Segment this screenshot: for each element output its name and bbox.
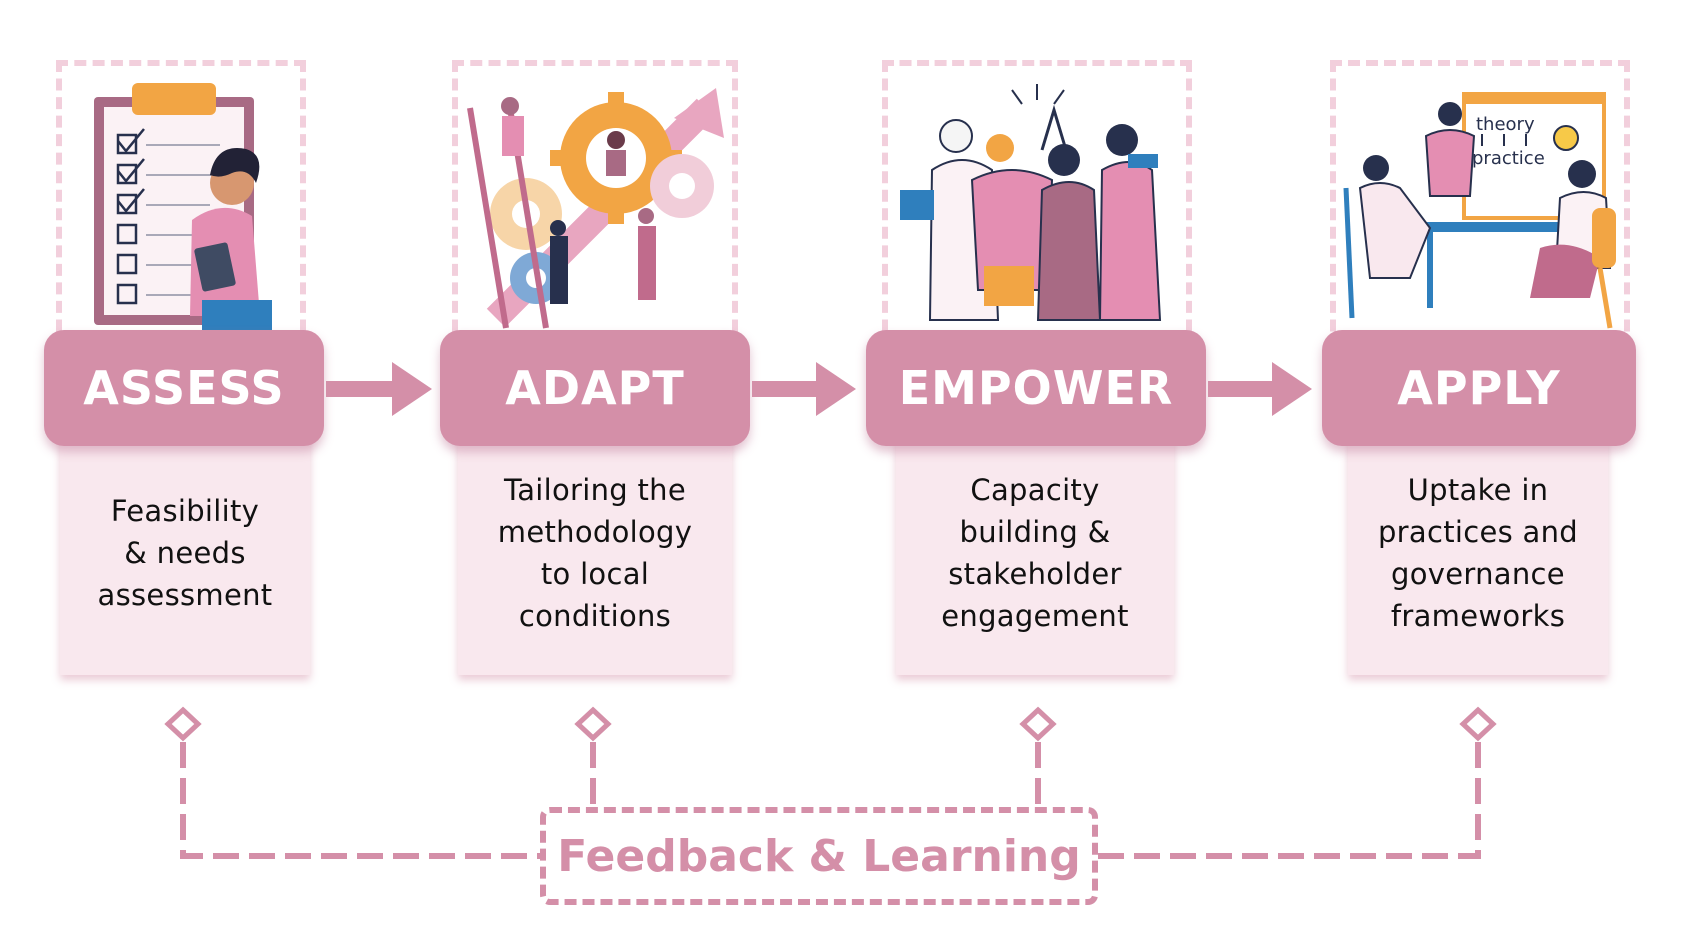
feedback-learning-box: Feedback & Learning: [540, 807, 1098, 905]
feedback-label: Feedback & Learning: [557, 830, 1081, 882]
step-header-adapt: ADAPT: [440, 330, 750, 446]
step-label: ASSESS: [83, 361, 285, 415]
step-description-adapt: Tailoring the methodology to local condi…: [458, 430, 732, 675]
description-text: Tailoring the methodology to local condi…: [497, 472, 693, 633]
diamond-marker-empower: [1019, 706, 1057, 742]
step-label: ADAPT: [505, 361, 685, 415]
description-text: Uptake in practices and governance frame…: [1377, 472, 1579, 633]
step-description-empower: Capacity building & stakeholder engageme…: [896, 430, 1174, 675]
gears-teamwork-icon: [467, 88, 724, 329]
description-text: Capacity building & stakeholder engageme…: [941, 472, 1129, 633]
step-header-empower: EMPOWER: [866, 330, 1206, 446]
arrow-adapt-empower-head: [816, 362, 856, 416]
arrow-empower-apply-head: [1272, 362, 1312, 416]
group-high-five-icon: [900, 84, 1162, 321]
whiteboard-theory-text: theory: [1476, 114, 1535, 135]
feedback-line-assess: [180, 742, 546, 859]
diamond-marker-assess: [164, 706, 202, 742]
step-label: APPLY: [1397, 361, 1561, 415]
description-text: Feasibility & needs assessment: [97, 493, 273, 612]
step-description-assess: Feasibility & needs assessment: [60, 430, 310, 675]
meeting-whiteboard-icon: theory practice: [1343, 92, 1616, 329]
arrow-assess-adapt-head: [392, 362, 432, 416]
step-label: EMPOWER: [898, 361, 1174, 415]
arrow-empower-apply: [1208, 381, 1282, 397]
step-header-assess: ASSESS: [44, 330, 324, 446]
arrow-adapt-empower: [752, 381, 824, 397]
step-header-apply: APPLY: [1322, 330, 1636, 446]
step-description-apply: Uptake in practices and governance frame…: [1348, 430, 1608, 675]
feedback-line-apply: [1096, 742, 1481, 859]
arrow-assess-adapt: [326, 381, 400, 397]
whiteboard-practice-text: practice: [1472, 148, 1545, 169]
diamond-marker-apply: [1459, 706, 1497, 742]
diamond-marker-adapt: [574, 706, 612, 742]
